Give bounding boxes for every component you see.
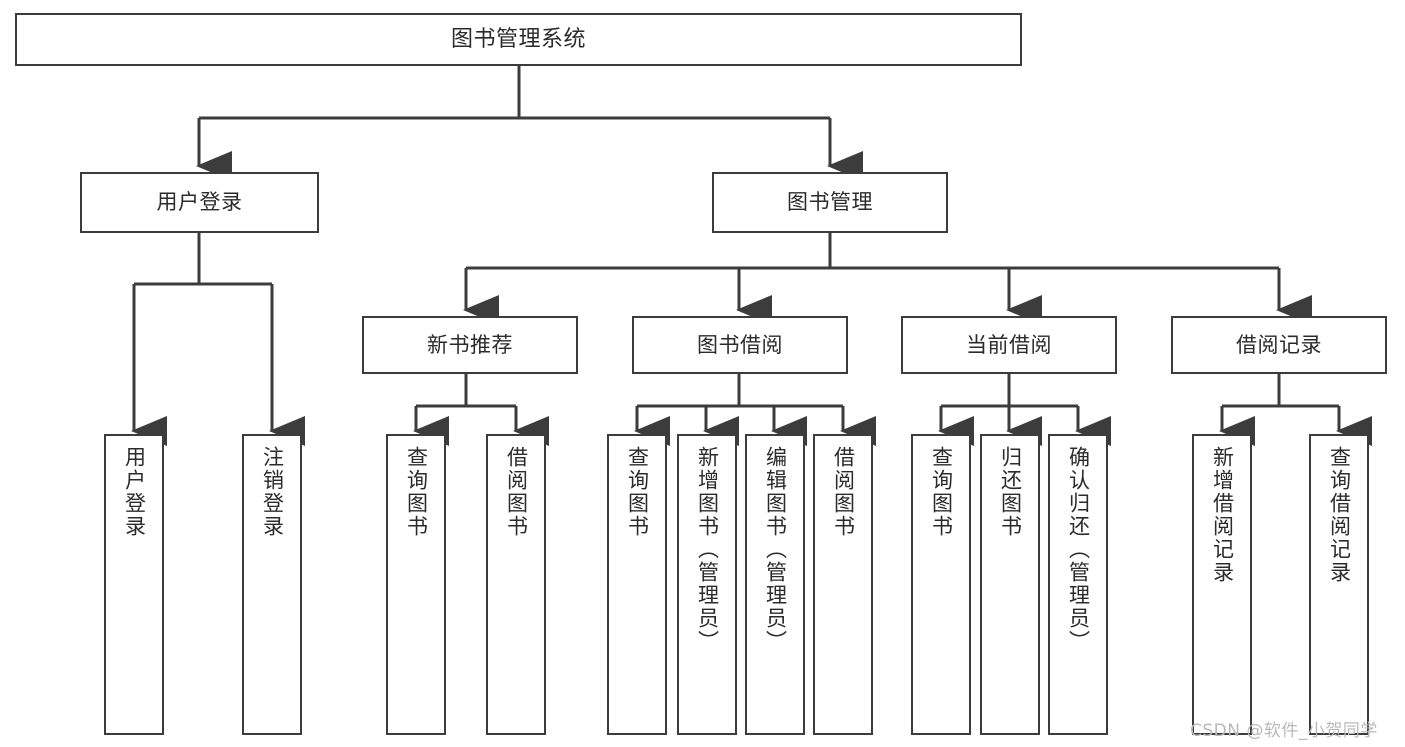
node-leaf-query-book-1[interactable]: 查询图书: [386, 434, 446, 735]
node-leaf-query-book-3-label: 查询图书: [929, 446, 954, 538]
node-leaf-edit-book[interactable]: 编辑图书（管理员）: [745, 434, 805, 735]
node-new-book-recommend[interactable]: 新书推荐: [362, 316, 578, 374]
node-user-login[interactable]: 用户登录: [80, 172, 319, 233]
node-book-borrow[interactable]: 图书借阅: [632, 316, 848, 374]
node-new-book-recommend-label: 新书推荐: [427, 332, 513, 357]
node-leaf-borrow-book-2[interactable]: 借阅图书: [813, 434, 873, 735]
node-leaf-user-logout[interactable]: 注销登录: [242, 434, 302, 735]
node-leaf-query-book-3[interactable]: 查询图书: [911, 434, 971, 735]
node-book-borrow-label: 图书借阅: [697, 332, 783, 357]
node-leaf-add-book-label: 新增图书（管理员）: [695, 446, 720, 653]
node-leaf-query-record[interactable]: 查询借阅记录: [1309, 434, 1369, 735]
node-book-management-label: 图书管理: [787, 190, 873, 215]
node-leaf-query-book-1-label: 查询图书: [404, 446, 429, 538]
node-leaf-add-record-label: 新增借阅记录: [1210, 446, 1235, 584]
node-leaf-confirm-return-label: 确认归还（管理员）: [1066, 446, 1091, 653]
node-current-borrow-label: 当前借阅: [966, 332, 1052, 357]
node-leaf-query-record-label: 查询借阅记录: [1327, 446, 1352, 584]
node-root[interactable]: 图书管理系统: [15, 13, 1022, 66]
node-leaf-add-record[interactable]: 新增借阅记录: [1192, 434, 1252, 735]
node-leaf-borrow-book-2-label: 借阅图书: [831, 446, 856, 538]
node-leaf-edit-book-label: 编辑图书（管理员）: [763, 446, 788, 653]
node-current-borrow[interactable]: 当前借阅: [901, 316, 1117, 374]
node-leaf-return-book[interactable]: 归还图书: [980, 434, 1040, 735]
node-book-management[interactable]: 图书管理: [712, 172, 948, 233]
node-leaf-borrow-book-1-label: 借阅图书: [504, 446, 529, 538]
node-user-login-label: 用户登录: [156, 190, 243, 215]
node-borrow-record[interactable]: 借阅记录: [1171, 316, 1387, 374]
node-leaf-return-book-label: 归还图书: [998, 446, 1023, 538]
node-borrow-record-label: 借阅记录: [1236, 332, 1322, 357]
node-leaf-query-book-2[interactable]: 查询图书: [607, 434, 667, 735]
node-leaf-borrow-book-1[interactable]: 借阅图书: [486, 434, 546, 735]
node-leaf-user-logout-label: 注销登录: [260, 446, 285, 538]
csdn-watermark: CSDN @软件_小贺同学: [1190, 721, 1378, 741]
node-leaf-query-book-2-label: 查询图书: [625, 446, 650, 538]
node-leaf-confirm-return[interactable]: 确认归还（管理员）: [1048, 434, 1108, 735]
node-root-label: 图书管理系统: [450, 26, 586, 52]
node-leaf-user-login[interactable]: 用户登录: [104, 434, 164, 735]
node-leaf-user-login-label: 用户登录: [122, 446, 147, 538]
node-leaf-add-book[interactable]: 新增图书（管理员）: [677, 434, 737, 735]
